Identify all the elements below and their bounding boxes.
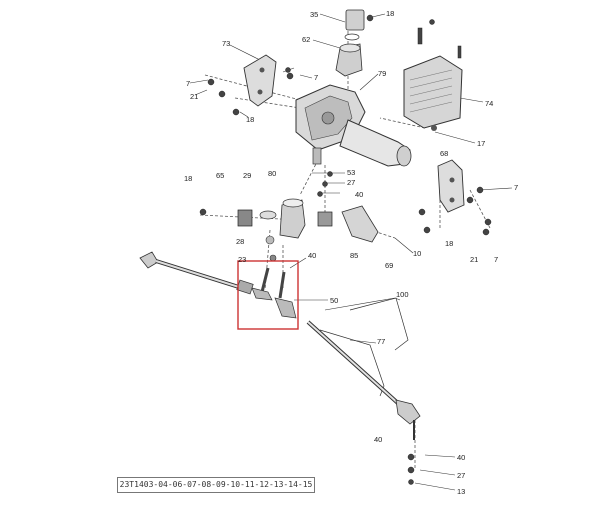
steering-gear-box [295,84,412,167]
part-label: 27 [347,178,355,187]
part-label: 68 [440,149,448,158]
part-label: 27 [457,471,465,480]
part-label: 13 [457,487,465,496]
part-label: 7 [314,73,318,82]
part-label: 80 [268,169,276,178]
part-label: 18 [184,174,192,183]
part-label: 53 [347,168,355,177]
idler-arm-assembly [317,205,379,243]
hardware-fasteners [199,14,492,485]
part-label: 77 [377,337,385,346]
controller-unit [403,55,463,131]
part-label: 7 [494,255,498,264]
part-label: 85 [350,251,358,260]
part-label: 74 [485,99,493,108]
part-label: 40 [355,190,363,199]
leader-lines [189,13,513,491]
part-label: 18 [445,239,453,248]
part-label: 18 [386,9,394,18]
part-label: 7 [514,183,518,192]
highlight-box [237,260,299,330]
part-label: 10 [413,249,421,258]
part-label: 40 [374,435,382,444]
part-label: 50 [330,296,338,305]
part-label: 17 [477,139,485,148]
part-label: 69 [385,261,393,270]
part-label: 40 [308,251,316,260]
column-boot [335,9,365,77]
mounting-bracket-left [243,54,277,107]
part-label: 29 [243,171,251,180]
part-label: 28 [236,237,244,246]
part-label: 21 [190,92,198,101]
diagram-reference-code: 23T1403-04-06-07-08-09-10-11-12-13-14-15 [117,477,315,493]
part-label: 100 [396,290,409,299]
part-label: 21 [470,255,478,264]
part-label: 35 [310,10,318,19]
drag-link [306,320,421,440]
left-tie-rod [139,251,254,295]
part-label: 73 [222,39,230,48]
part-label: 62 [302,35,310,44]
mounting-bracket-right [437,159,465,213]
part-label: 23 [238,255,246,264]
part-label: 7 [186,79,190,88]
pitman-arm-assembly [237,198,306,262]
highlighted-tie-rod-end [251,267,297,319]
part-label: 65 [216,171,224,180]
part-label: 18 [246,115,254,124]
part-label: 40 [457,453,465,462]
part-number-labels: 35 18 62 73 7 7 21 18 79 74 17 68 7 18 2… [184,9,518,496]
part-label: 79 [378,69,386,78]
